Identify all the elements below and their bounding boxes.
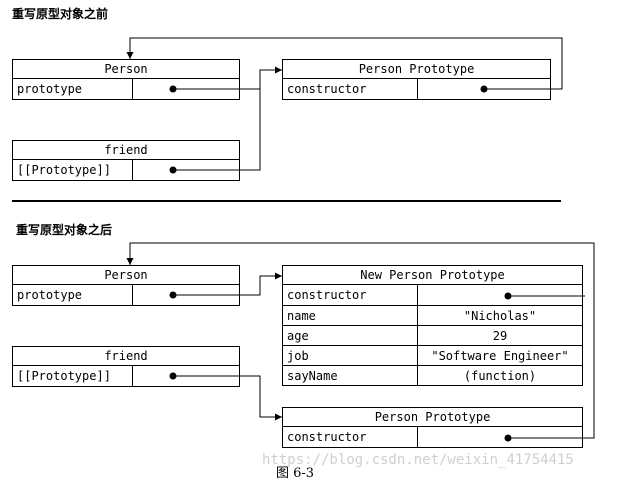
person-prototype-table-before: Person Prototype constructor [282,59,551,100]
heading-after: 重写原型对象之后 [16,223,113,237]
friend-prototype-key: [[Prototype]] [17,369,111,383]
person-title: Person [13,60,239,79]
new-person-prototype-title: New Person Prototype [283,266,582,285]
old-person-prototype-title: Person Prototype [283,408,582,427]
friend-table-after: friend [[Prototype]] [12,346,240,387]
person-prototype-title: Person Prototype [283,60,550,79]
new-proto-key: age [287,329,309,343]
constructor-pointer-cell [417,79,550,99]
new-proto-value [417,285,582,305]
watermark: https://blog.csdn.net/weixin_41754415 [262,452,574,468]
new-proto-key: job [287,349,309,363]
person-table-before: Person prototype [12,59,240,100]
new-proto-key: name [287,309,316,323]
friend-prototype-key: [[Prototype]] [17,163,111,177]
old-constructor-pointer-line [126,242,595,439]
person-table-after: Person prototype [12,265,240,306]
new-proto-key: sayName [287,369,338,383]
friend-pointer-line [173,375,282,421]
prototype-key: prototype [17,82,83,96]
figure-caption: 图 6-3 [276,466,315,481]
new-proto-value: (function) [417,366,582,385]
prototype-pointer-cell [132,285,239,305]
old-constructor-pointer-cell [417,427,582,447]
friend-title: friend [13,347,239,366]
friend-table-before: friend [[Prototype]] [12,140,240,181]
person-title: Person [13,266,239,285]
prototype-pointer-cell [132,79,239,99]
constructor-pointer-line [126,37,563,90]
old-person-prototype-table: Person Prototype constructor [282,407,583,448]
person-prototype-row: prototype [13,285,239,305]
old-constructor-row: constructor [283,427,582,447]
prototype-pointer-line [173,272,282,296]
friend-pointer-cell [132,366,239,386]
new-proto-value: 29 [417,326,582,345]
friend-title: friend [13,141,239,160]
new-proto-value: "Nicholas" [417,306,582,325]
new-proto-row: name "Nicholas" [283,305,582,325]
friend-pointer-line [173,89,261,171]
old-constructor-key: constructor [287,430,367,444]
friend-prototype-row: [[Prototype]] [13,160,239,180]
friend-prototype-row: [[Prototype]] [13,366,239,386]
friend-pointer-cell [132,160,239,180]
new-proto-row: age 29 [283,325,582,345]
section-divider [12,200,561,202]
new-proto-value: "Software Engineer" [417,346,582,365]
new-proto-key: constructor [287,288,367,302]
prototype-pointer-line [173,66,282,90]
heading-before: 重写原型对象之前 [12,7,109,21]
constructor-row: constructor [283,79,550,99]
new-person-prototype-table: New Person Prototype constructor name "N… [282,265,583,386]
new-proto-row: constructor [283,285,582,305]
constructor-key: constructor [287,82,367,96]
new-proto-row: sayName (function) [283,365,582,385]
person-prototype-row: prototype [13,79,239,99]
new-proto-row: job "Software Engineer" [283,345,582,365]
prototype-key: prototype [17,288,83,302]
